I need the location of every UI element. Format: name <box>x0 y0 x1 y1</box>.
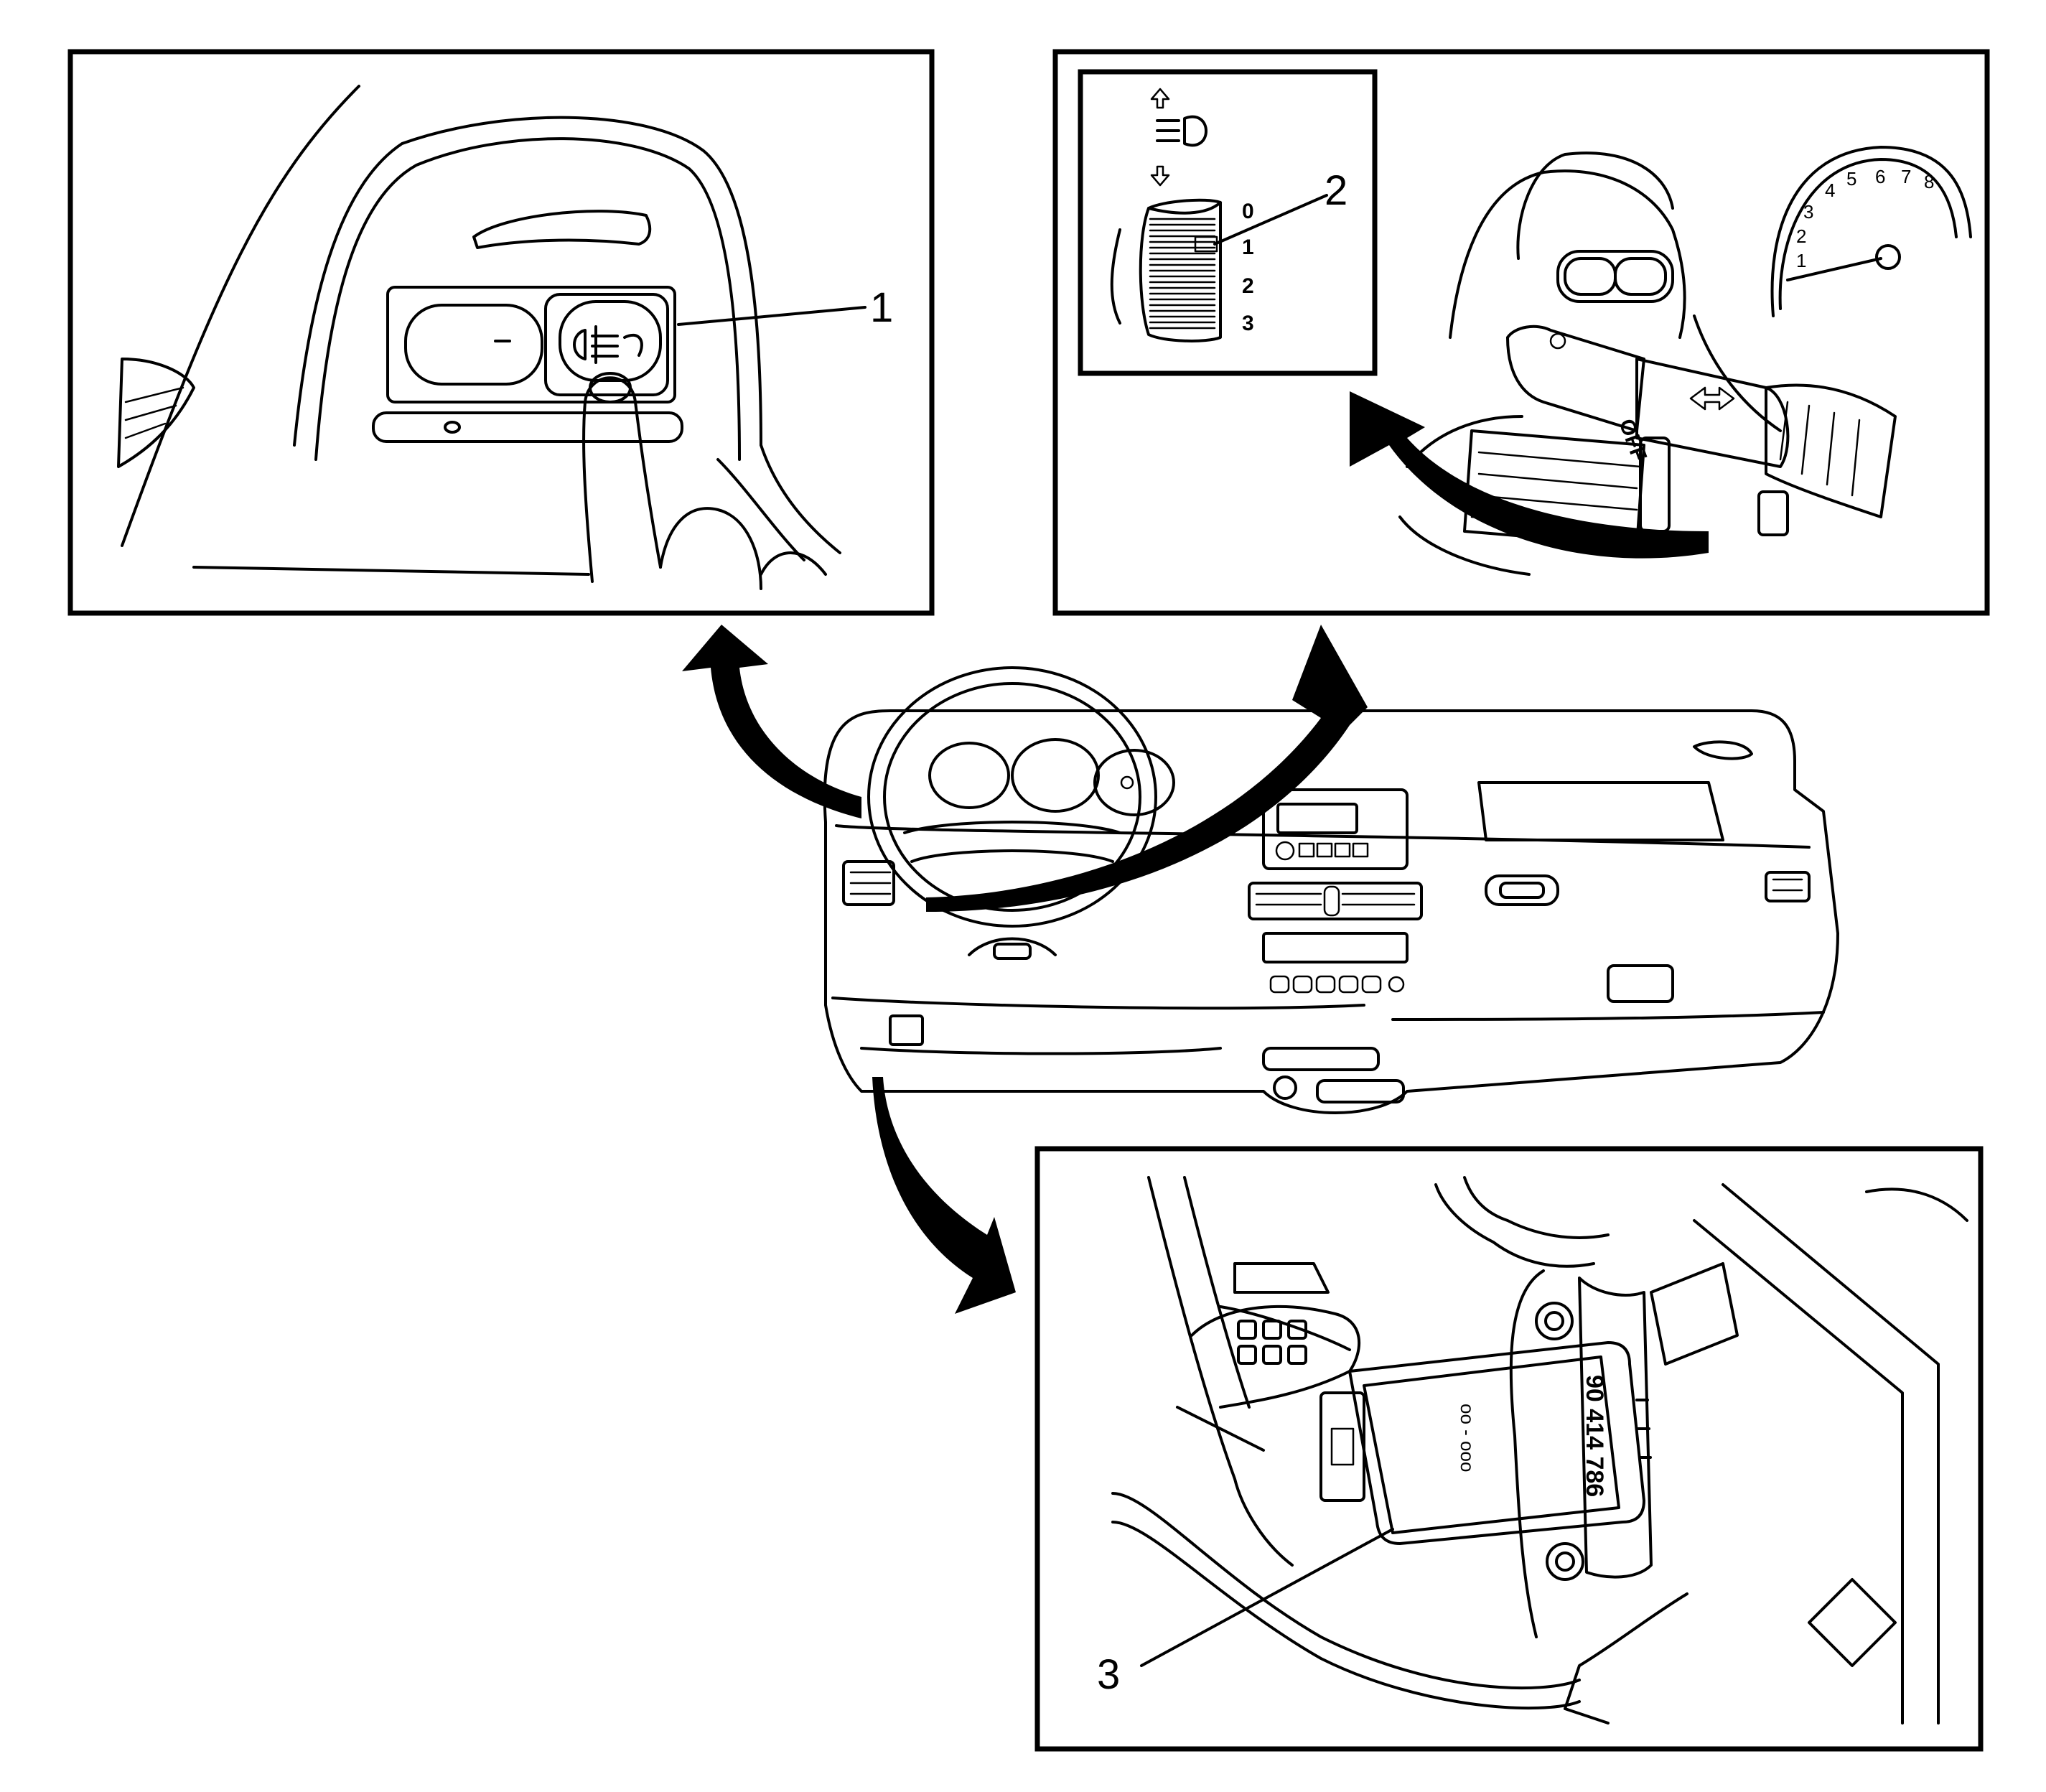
gauge-number-6: 6 <box>1875 166 1885 187</box>
gauge-number-1: 1 <box>1796 250 1806 271</box>
panel-headlamp-leveling: 2 0 1 2 3 1 2 3 4 5 6 7 8 <box>1052 49 1990 616</box>
dashboard-overview <box>823 666 1839 1114</box>
callout-3-group: 3 <box>1097 1528 1394 1698</box>
callout-1: 1 <box>870 284 893 331</box>
callout-2: 2 <box>1325 167 1347 214</box>
arrow-to-module <box>872 1077 1016 1314</box>
gauge-number-8: 8 <box>1924 171 1934 192</box>
panel-module: 90 414 786 oo - ooo 3 <box>1034 1146 1984 1752</box>
connector-plug <box>1176 1305 1360 1452</box>
dashboard-vents-and-glovebox <box>842 740 1811 1046</box>
switch-bezel <box>117 85 841 576</box>
gauge-number-7: 7 <box>1901 166 1911 187</box>
callout-1-group: 1 <box>677 284 893 331</box>
harness-and-bracket <box>1111 1176 1968 1725</box>
gauge-number-3: 3 <box>1803 201 1813 223</box>
module-part-number: 90 414 786 <box>1581 1375 1608 1497</box>
leveling-wheel <box>1110 198 1222 342</box>
wheel-scale-1: 1 <box>1242 235 1254 259</box>
callout-3: 3 <box>1097 1651 1120 1698</box>
dashboard-gauges <box>928 738 1175 816</box>
panel-fog-lamp-switch: 1 <box>67 49 935 616</box>
wheel-scale-0: 0 <box>1242 200 1254 223</box>
arrow-to-headlamp-leveling <box>926 625 1368 912</box>
headlamp-leveling-module: 90 414 786 oo - ooo <box>1319 1341 1652 1545</box>
dashboard-steering-wheel <box>867 666 1157 960</box>
inset-leveling-wheel: 2 0 1 2 3 <box>1078 69 1378 376</box>
wheel-scale-3: 3 <box>1242 312 1254 335</box>
module-marking: oo - ooo <box>1457 1404 1478 1472</box>
gauge-number-5: 5 <box>1846 168 1856 190</box>
wheel-scale-2: 2 <box>1242 274 1254 298</box>
arrow-to-fog-switch <box>682 625 861 818</box>
headlamp-icon <box>1150 88 1207 187</box>
dashboard-center-stack <box>1248 788 1423 1103</box>
rotation-arrow-big <box>1350 391 1709 559</box>
finger-pressing-switch <box>582 372 827 590</box>
gauge-number-2: 2 <box>1796 225 1806 247</box>
gauge-number-4: 4 <box>1825 179 1835 201</box>
